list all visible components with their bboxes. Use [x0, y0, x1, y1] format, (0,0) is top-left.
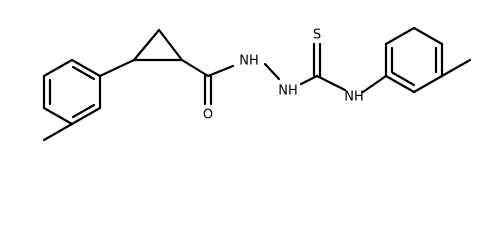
bond — [384, 26, 416, 46]
bond — [440, 58, 472, 78]
bond — [132, 28, 161, 62]
bond — [412, 26, 444, 46]
bonds — [42, 26, 472, 142]
bond — [412, 74, 444, 94]
atom-label-oxygen: O — [203, 108, 213, 123]
bond — [391, 71, 416, 87]
bond — [361, 74, 388, 94]
bond — [71, 65, 96, 81]
atom-label-sulfur: S — [313, 28, 321, 43]
bond — [70, 106, 102, 126]
bond — [263, 62, 281, 81]
bond — [384, 74, 416, 94]
bond — [98, 58, 136, 78]
atom-labels: O NH NH S NH — [203, 28, 364, 123]
atom-label-nh: NH — [278, 84, 298, 99]
bond — [157, 28, 184, 62]
chemical-structure-diagram: O NH NH S NH — [42, 26, 472, 142]
bond — [299, 74, 319, 86]
bond — [70, 58, 102, 78]
bond — [315, 74, 347, 92]
bond — [42, 122, 74, 142]
bond — [42, 106, 74, 126]
atom-label-nh: NH — [239, 54, 259, 69]
bond — [71, 103, 96, 119]
atom-label-nh: NH — [344, 90, 364, 105]
bond — [42, 58, 74, 78]
bond — [180, 58, 210, 78]
bond — [206, 64, 235, 78]
